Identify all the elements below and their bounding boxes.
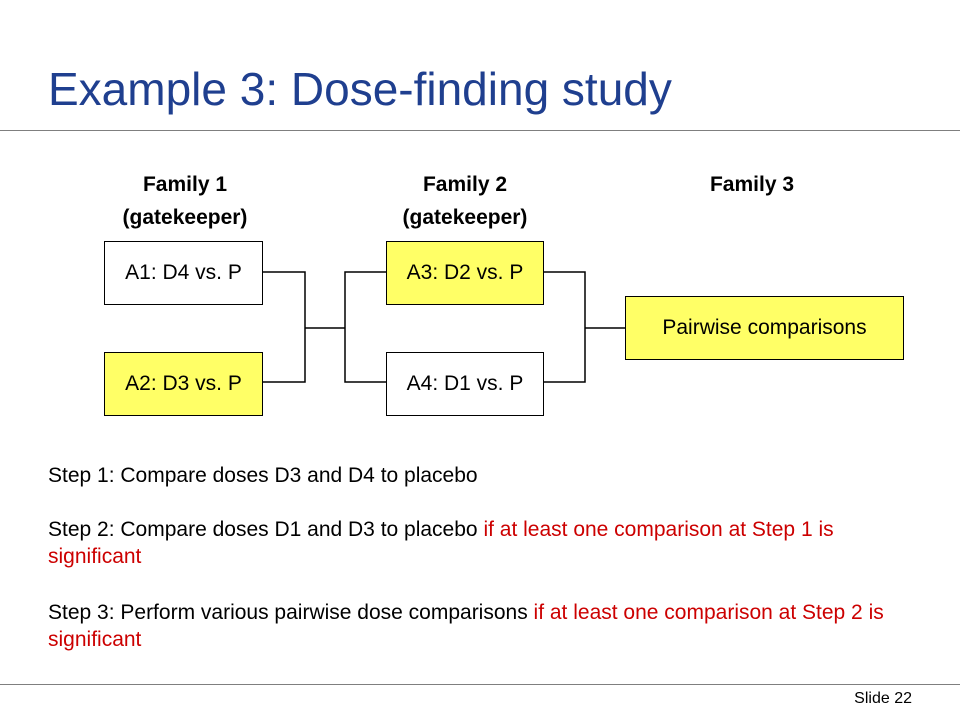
step-1: Step 1: Compare doses D3 and D4 to place… [48,462,908,489]
step-2-text: Step 2: Compare doses D1 and D3 to place… [48,518,484,541]
step-3-text: Step 3: Perform various pairwise dose co… [48,601,534,624]
family-2-name: Family 2 [422,173,508,196]
footer-divider [0,684,960,685]
slide-title: Example 3: Dose-finding study [48,63,672,115]
family-2-left-bracket [344,271,386,383]
family-2-header: Family 2 (gatekeeper) [355,168,575,234]
hypothesis-a3-box: A3: D2 vs. P [386,241,544,305]
family-1-role: (gatekeeper) [122,206,248,229]
family-2-role: (gatekeeper) [402,206,528,229]
family-1-header: Family 1 (gatekeeper) [75,168,295,234]
hypothesis-a4-box: A4: D1 vs. P [386,352,544,416]
hypothesis-a2-box: A2: D3 vs. P [104,352,263,416]
step-2-condition: if at least one comparison at Step 1 is … [48,518,834,568]
title-divider [0,130,960,131]
pairwise-comparisons-box: Pairwise comparisons [625,296,904,360]
family-1-name: Family 1 [142,173,228,196]
step-2: Step 2: Compare doses D1 and D3 to place… [48,516,908,570]
family-3-name: Family 3 [709,173,795,196]
step-3: Step 3: Perform various pairwise dose co… [48,599,908,653]
family-2-right-bracket [544,271,586,383]
hypothesis-a1-box: A1: D4 vs. P [104,241,263,305]
step-3-condition: if at least one comparison at Step 2 is … [48,601,884,651]
family-1-bracket [263,271,306,383]
step-1-text: Step 1: Compare doses D3 and D4 to place… [48,464,478,487]
slide-number: Slide 22 [854,690,912,707]
family-3-header: Family 3 [642,168,862,201]
